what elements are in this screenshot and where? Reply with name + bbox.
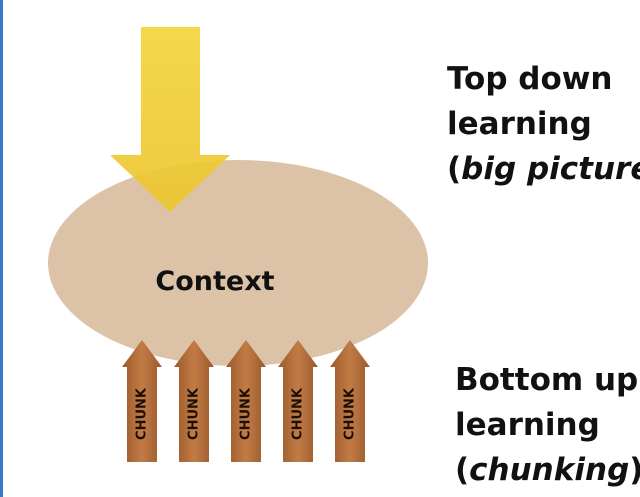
chunk-arrow	[278, 340, 318, 462]
bottom-up-line1: Bottom up	[455, 362, 639, 398]
top-down-arrow	[110, 27, 230, 212]
context-label: Context	[155, 266, 274, 297]
chunk-label: CHUNK	[343, 387, 358, 440]
chunk-arrow	[122, 340, 162, 462]
bottom-up-caption: Bottom up learning (chunking)	[455, 358, 640, 493]
chunk-arrow	[174, 340, 214, 462]
chunk-label: CHUNK	[291, 387, 306, 440]
bottom-up-line3: (chunking)	[455, 452, 640, 488]
top-down-line2: learning	[447, 106, 592, 142]
chunk-label: CHUNK	[239, 387, 254, 440]
chunk-arrows: CHUNK CHUNK CHUNK CHUNK CHUNK	[122, 340, 370, 462]
bottom-up-line2: learning	[455, 407, 600, 443]
top-down-line3: (big picture)	[447, 147, 640, 192]
top-down-caption: Top down learning (big picture)	[447, 57, 640, 192]
top-down-term: big picture	[461, 151, 640, 187]
context-ellipse	[48, 160, 428, 366]
chunk-arrow	[226, 340, 266, 462]
chunk-arrow	[330, 340, 370, 462]
bottom-up-term: chunking	[469, 452, 630, 488]
top-down-line1: Top down	[447, 61, 613, 97]
chunk-label: CHUNK	[135, 387, 150, 440]
left-edge-line	[0, 0, 3, 497]
chunk-label: CHUNK	[187, 387, 202, 440]
